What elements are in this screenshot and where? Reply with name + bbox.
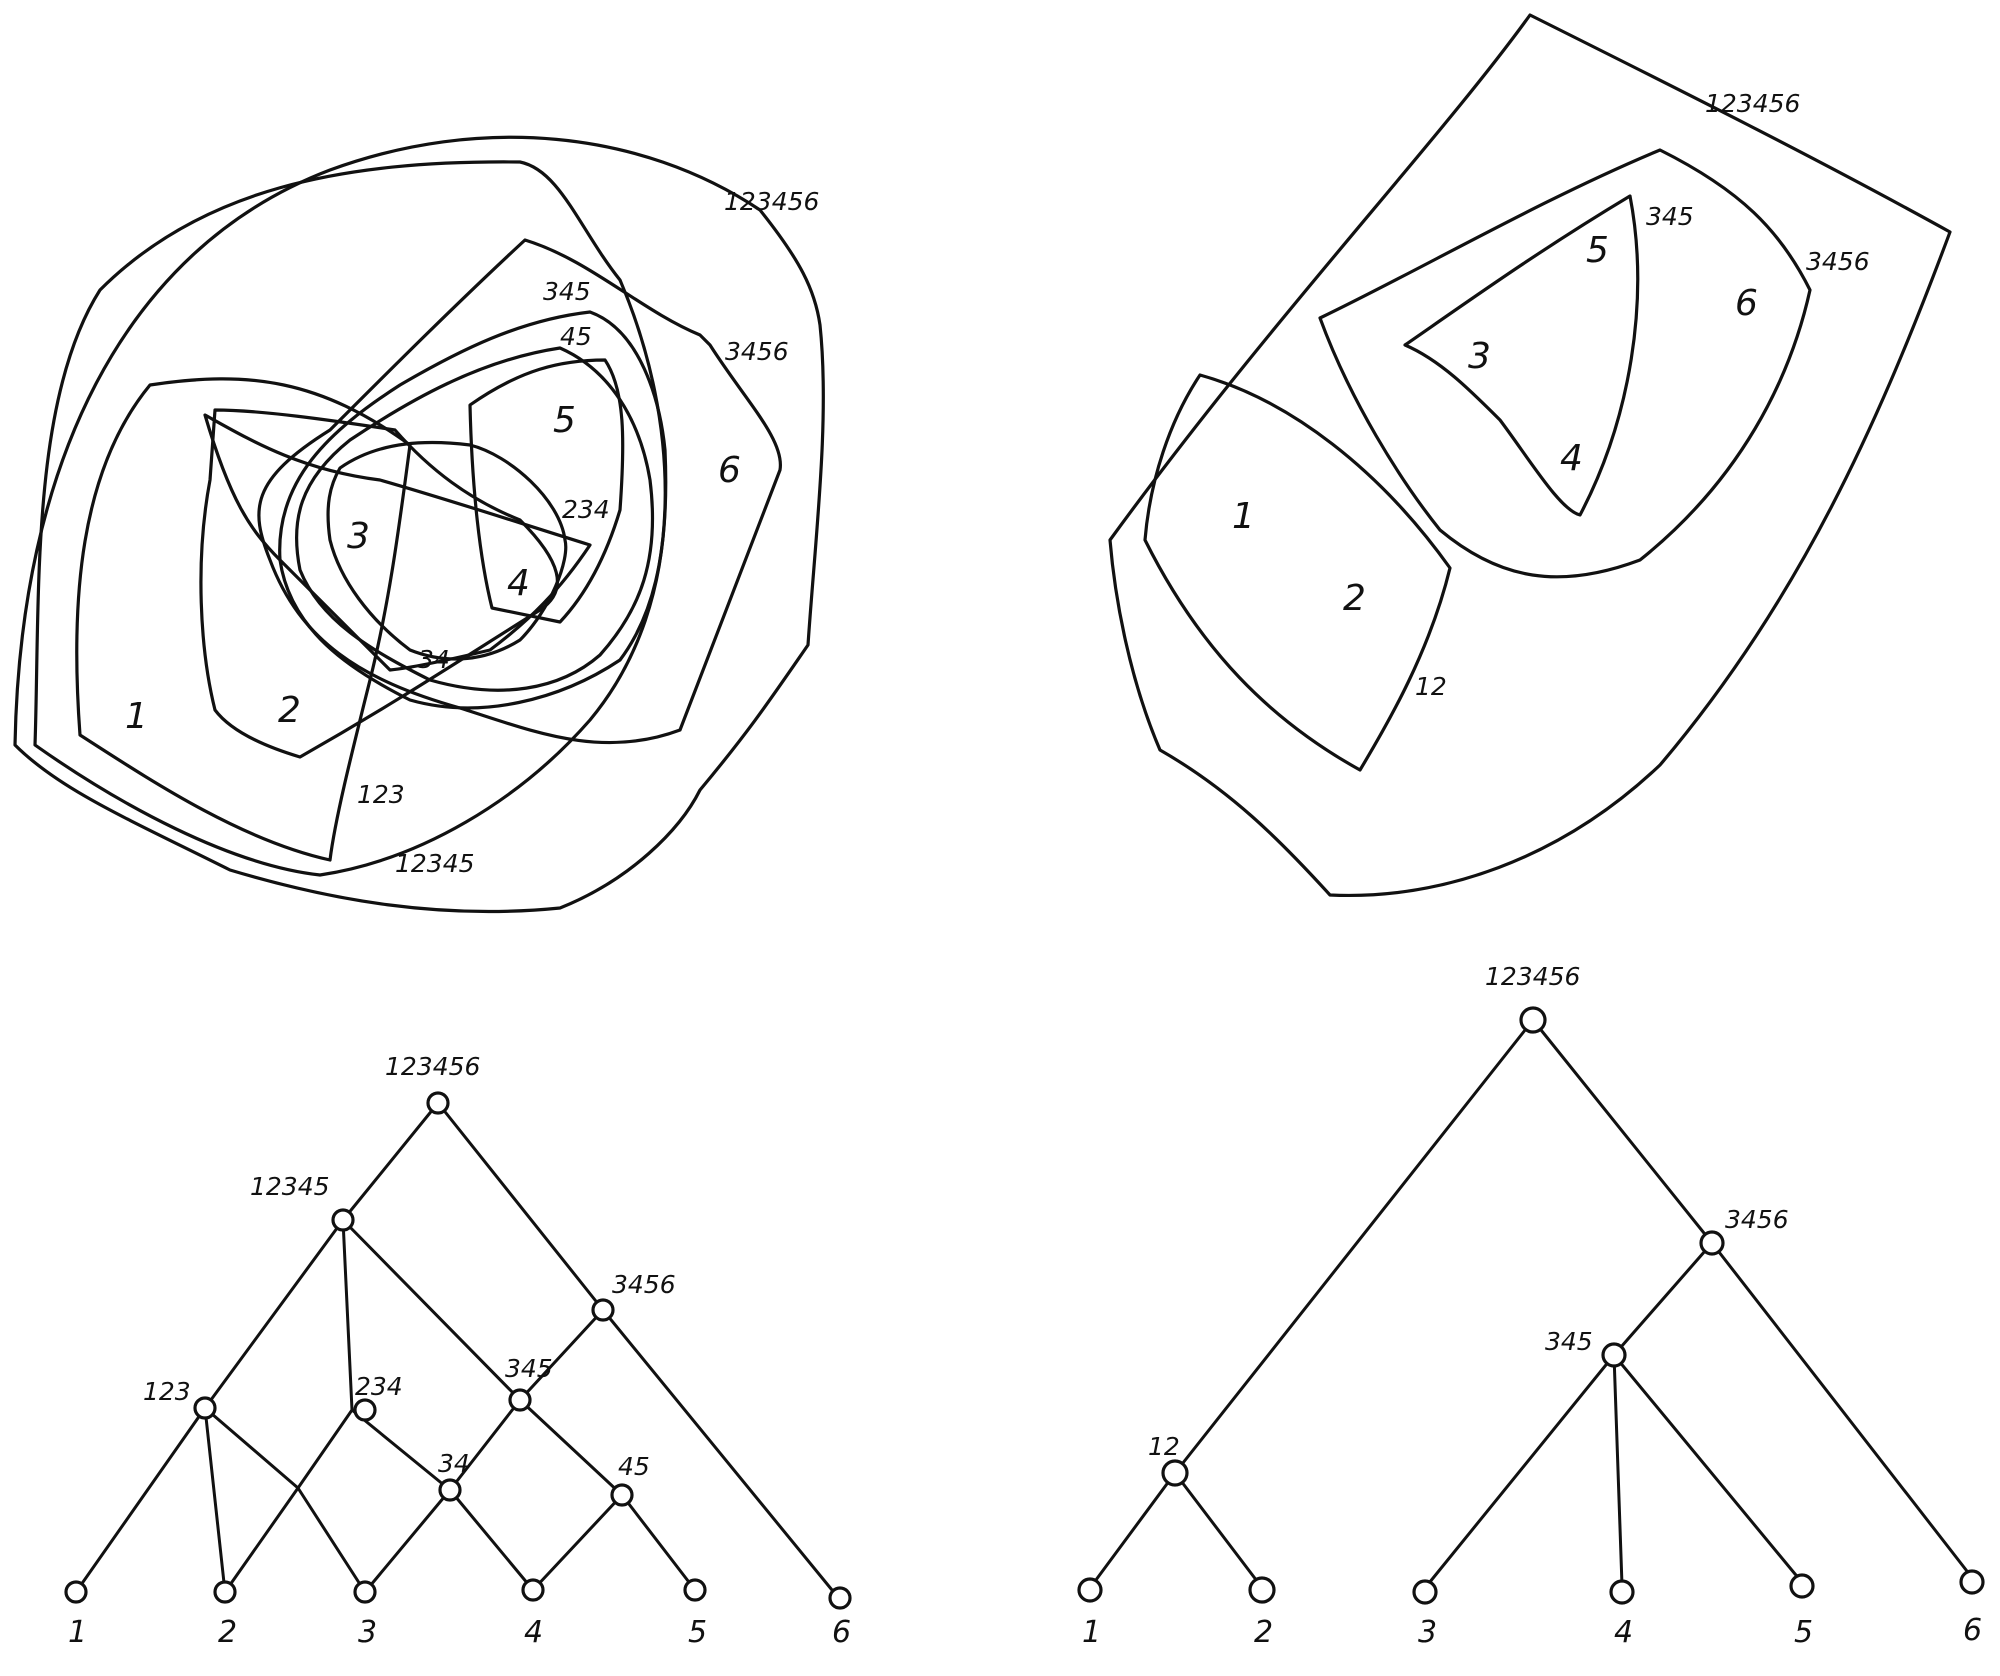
tree-leaf-label-3: 3	[1418, 1615, 1437, 1650]
leaf-node-1	[64, 1580, 88, 1604]
element-1: 1	[125, 696, 148, 737]
node-345	[508, 1388, 532, 1412]
tree-leaf-node-1	[1077, 1577, 1103, 1603]
element-5: 5	[553, 400, 576, 441]
tree-node-label-345: 345	[1545, 1327, 1593, 1356]
leaf-node-4	[521, 1578, 545, 1602]
node-12345	[331, 1208, 355, 1232]
set-345-outline	[1403, 194, 1640, 517]
tree-node-3456	[1699, 1230, 1725, 1256]
label-12345: 12345	[395, 849, 475, 878]
element-2: 2	[1343, 578, 1366, 619]
lattice-edges	[74, 1101, 834, 1594]
overlapping-sets-diagram: 123456 3456 345 45 234 34 123 12345 1 2 …	[13, 135, 825, 914]
element-4: 4	[507, 563, 530, 604]
node-label-234: 234	[355, 1372, 403, 1401]
tree-leaf-label-4: 4	[1614, 1615, 1633, 1650]
set-345-outline	[278, 310, 668, 710]
node-45	[610, 1483, 634, 1507]
tree-leaf-node-6	[1959, 1569, 1985, 1595]
leaf-label-5: 5	[688, 1615, 707, 1650]
tree-nodes	[1077, 1006, 1985, 1605]
element-3: 3	[347, 516, 370, 557]
node-label-45: 45	[618, 1452, 650, 1481]
label-45: 45	[560, 322, 592, 351]
label-123: 123	[357, 780, 405, 809]
element-2: 2	[278, 690, 301, 731]
label-234: 234	[562, 495, 610, 524]
label-3456: 3456	[1806, 247, 1870, 276]
element-6: 6	[718, 450, 741, 491]
set-3456-outline	[1318, 148, 1812, 579]
node-label-12345: 12345	[250, 1172, 330, 1201]
tree-leaf-node-4	[1609, 1579, 1635, 1605]
element-3: 3	[1468, 336, 1491, 377]
tree-leaf-label-1: 1	[1082, 1615, 1101, 1650]
tree-leaf-node-5	[1789, 1573, 1815, 1599]
tree-leaf-label-6: 6	[1963, 1613, 1982, 1648]
label-34: 34	[418, 645, 450, 674]
label-3456: 3456	[725, 337, 789, 366]
leaf-label-4: 4	[524, 1615, 543, 1650]
lattice-diagram: 123456 12345 3456 123 234 345 34 45 1 2 …	[64, 1052, 852, 1650]
leaf-label-3: 3	[358, 1615, 377, 1650]
label-123456: 123456	[1705, 89, 1800, 118]
lattice-nodes	[64, 1091, 852, 1610]
tree-diagram: 123456 3456 345 12 1 2 3 4 5 6	[1077, 962, 1985, 1650]
tree-node-label-3456: 3456	[1725, 1205, 1789, 1234]
tree-leaf-node-2	[1248, 1576, 1276, 1604]
leaf-label-6: 6	[832, 1615, 851, 1650]
leaf-node-3	[353, 1580, 377, 1604]
node-label-123456: 123456	[385, 1052, 480, 1081]
label-123456: 123456	[724, 187, 819, 216]
label-345: 345	[543, 277, 591, 306]
set-5-region-outline	[468, 358, 625, 624]
set-2-region-outline	[199, 408, 559, 759]
label-345: 345	[1646, 202, 1694, 231]
set-12345-outline	[33, 160, 667, 877]
label-12: 12	[1415, 672, 1447, 701]
node-234	[353, 1398, 377, 1422]
set-234-outline	[203, 413, 592, 672]
element-1: 1	[1232, 496, 1255, 537]
leaf-label-1: 1	[68, 1615, 87, 1650]
node-123456	[426, 1091, 450, 1115]
node-34	[438, 1478, 462, 1502]
tree-node-label-123456: 123456	[1485, 962, 1580, 991]
tree-leaf-label-5: 5	[1794, 1615, 1813, 1650]
set-12-outline	[1143, 373, 1452, 772]
tree-leaf-label-2: 2	[1254, 1615, 1273, 1650]
nested-sets-diagram: 123456 3456 345 12 1 2 3 4 5 6	[1108, 13, 1952, 898]
set-123456-outline	[13, 135, 825, 914]
leaf-node-5	[683, 1578, 707, 1602]
tree-node-12	[1161, 1459, 1189, 1487]
tree-node-label-12: 12	[1148, 1432, 1180, 1461]
tree-leaf-node-3	[1412, 1579, 1438, 1605]
set-123456-outline	[1108, 13, 1952, 898]
element-6: 6	[1735, 283, 1758, 324]
tree-edges	[1088, 1018, 1972, 1590]
node-123	[193, 1396, 217, 1420]
set-3456-outline	[257, 238, 782, 745]
node-3456	[591, 1298, 615, 1322]
node-label-3456: 3456	[612, 1270, 676, 1299]
element-4: 4	[1560, 438, 1583, 479]
set-123-outline	[75, 377, 412, 862]
leaf-node-2	[213, 1580, 237, 1604]
tree-node-345	[1601, 1342, 1627, 1368]
leaf-label-2: 2	[218, 1615, 237, 1650]
element-5: 5	[1586, 230, 1609, 271]
node-label-123: 123	[143, 1377, 191, 1406]
leaf-node-6	[828, 1586, 852, 1610]
tree-node-123456	[1519, 1006, 1547, 1034]
node-label-345: 345	[505, 1354, 553, 1383]
node-label-34: 34	[438, 1449, 470, 1478]
